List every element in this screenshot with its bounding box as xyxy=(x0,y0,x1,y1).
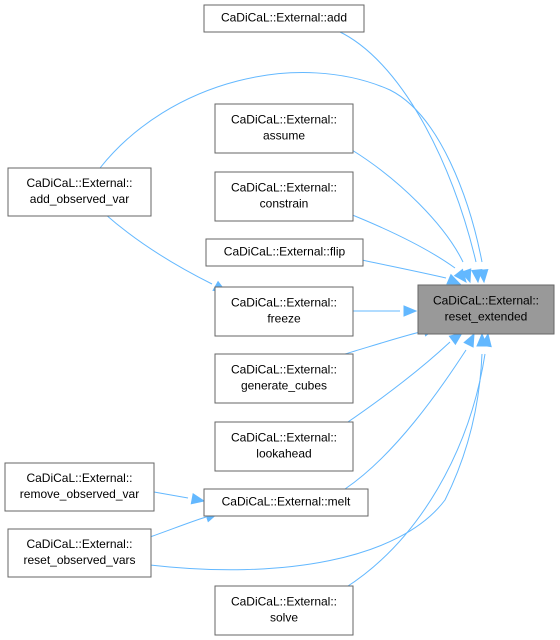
edge-line xyxy=(344,341,451,425)
node-label: CaDiCaL::External::melt xyxy=(222,495,351,509)
node-melt[interactable]: CaDiCaL::External::melt xyxy=(203,488,369,517)
node-label: CaDiCaL::External:: xyxy=(231,113,337,127)
arrowhead-icon xyxy=(477,268,489,284)
edge-line xyxy=(153,491,189,499)
node-label: constrain xyxy=(260,197,309,211)
node-add-observed-var[interactable]: CaDiCaL::External::add_observed_var xyxy=(7,167,152,217)
edge-line xyxy=(99,72,483,263)
node-label: CaDiCaL::External:: xyxy=(26,537,132,551)
node-label: lookahead xyxy=(256,447,311,461)
node-generate-cubes[interactable]: CaDiCaL::External::generate_cubes xyxy=(214,353,354,404)
node-solve[interactable]: CaDiCaL::External::solve xyxy=(214,585,354,636)
node-box xyxy=(4,462,155,512)
edge-assume-to-target xyxy=(351,149,472,284)
edge-line xyxy=(351,149,464,263)
edge-line xyxy=(361,259,447,279)
node-freeze[interactable]: CaDiCaL::External::freeze xyxy=(214,286,354,337)
edge-line xyxy=(337,30,477,263)
edge-line xyxy=(104,213,213,285)
edge-line xyxy=(344,331,421,355)
node-label: reset_extended xyxy=(445,310,528,324)
node-label: CaDiCaL::External:: xyxy=(26,176,132,190)
node-label: CaDiCaL::External:: xyxy=(231,431,337,445)
node-label: CaDiCaL::External:: xyxy=(433,294,539,308)
edge-remove_observed_var-to-melt xyxy=(153,491,206,505)
edge-freeze-to-target xyxy=(353,305,418,317)
node-assume[interactable]: CaDiCaL::External::assume xyxy=(214,103,354,154)
arrowhead-icon xyxy=(480,332,492,348)
node-flip[interactable]: CaDiCaL::External::flip xyxy=(205,238,364,267)
node-box xyxy=(214,353,354,404)
node-box xyxy=(214,286,354,337)
arrowhead-icon xyxy=(463,332,475,348)
node-label: CaDiCaL::External::add xyxy=(221,11,347,25)
edge-solve-to-target xyxy=(344,332,492,589)
node-label: solve xyxy=(270,611,298,625)
edge-line xyxy=(149,353,483,571)
edge-melt-to-target xyxy=(344,332,475,490)
node-constrain[interactable]: CaDiCaL::External::constrain xyxy=(214,171,354,222)
node-box xyxy=(214,421,354,472)
edge-lookahead-to-target xyxy=(344,332,464,425)
node-label: CaDiCaL::External:: xyxy=(231,363,337,377)
arrowhead-icon xyxy=(190,493,206,505)
node-box xyxy=(214,171,354,222)
node-remove-observed-var[interactable]: CaDiCaL::External::remove_observed_var xyxy=(4,462,155,512)
node-label: CaDiCaL::External:: xyxy=(26,471,132,485)
node-box xyxy=(203,488,369,517)
edge-constrain-to-target xyxy=(344,211,467,284)
call-graph-nodes: CaDiCaL::External::reset_extendedCaDiCaL… xyxy=(4,4,555,636)
node-lookahead[interactable]: CaDiCaL::External::lookahead xyxy=(214,421,354,472)
node-box xyxy=(7,167,152,217)
edge-line xyxy=(344,353,486,589)
node-box xyxy=(214,103,354,154)
arrowhead-icon xyxy=(403,305,418,317)
node-box xyxy=(214,585,354,636)
node-label: CaDiCaL::External:: xyxy=(231,296,337,310)
edge-line xyxy=(149,516,207,538)
edge-add_observed_var-to-target xyxy=(99,72,489,284)
edge-line xyxy=(344,349,467,490)
node-box xyxy=(205,238,364,267)
node-label: CaDiCaL::External:: xyxy=(231,595,337,609)
node-label: freeze xyxy=(267,312,301,326)
node-label: assume xyxy=(263,129,305,143)
node-label: add_observed_var xyxy=(30,192,129,206)
node-box xyxy=(7,528,152,578)
node-label: remove_observed_var xyxy=(20,487,139,501)
node-add[interactable]: CaDiCaL::External::add xyxy=(203,4,365,33)
node-label: reset_observed_vars xyxy=(23,553,135,567)
node-target[interactable]: CaDiCaL::External::reset_extended xyxy=(417,284,555,335)
node-reset-observed-vars[interactable]: CaDiCaL::External::reset_observed_vars xyxy=(7,528,152,578)
node-label: generate_cubes xyxy=(241,379,327,393)
node-label: CaDiCaL::External::flip xyxy=(224,245,346,259)
edge-line xyxy=(344,211,456,269)
arrowhead-icon xyxy=(453,268,467,284)
arrowhead-icon xyxy=(448,332,464,346)
edge-flip-to-target xyxy=(361,259,462,285)
node-box xyxy=(203,4,365,33)
node-label: CaDiCaL::External:: xyxy=(231,181,337,195)
node-box xyxy=(417,284,555,335)
arrowhead-icon xyxy=(446,273,462,285)
